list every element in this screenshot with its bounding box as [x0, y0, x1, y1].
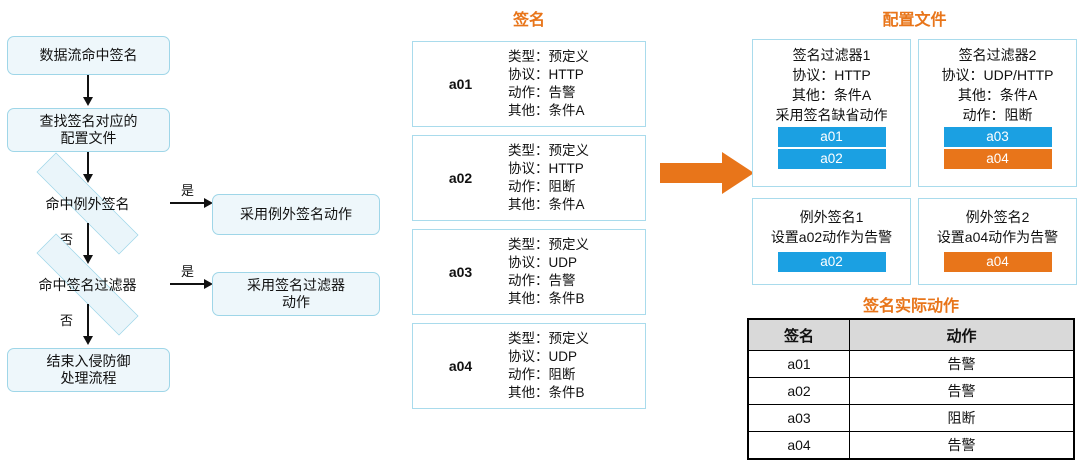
- filter-line: 协议：UDP/HTTP: [941, 67, 1054, 83]
- flow-node-result-filter[interactable]: 采用签名过滤器 动作: [212, 272, 380, 316]
- edge-label-d2-no: 否: [60, 313, 74, 328]
- signature-attributes: 类型：预定义 协议：HTTP 动作：告警 其他：条件A: [508, 49, 589, 118]
- config-exception-panel[interactable]: 例外签名2 设置a04动作为告警 a04: [918, 198, 1077, 285]
- signature-chip[interactable]: a04: [943, 149, 1052, 169]
- filter-line: 动作：阻断: [962, 107, 1033, 123]
- flow-node-decision-filter[interactable]: 命中签名过滤器: [5, 233, 170, 336]
- result-table: 签名 动作 a01 告警 a02 告警 a03 阻断 a04 告警: [747, 318, 1075, 460]
- cell-action: 告警: [849, 377, 1075, 405]
- signature-attributes: 类型：预定义 协议：UDP 动作：阻断 其他：条件B: [508, 331, 589, 400]
- transition-arrow-icon: [660, 152, 754, 194]
- flow-node-label: 采用签名过滤器 动作: [247, 277, 345, 310]
- flow-node-result-exception[interactable]: 采用例外签名动作: [212, 194, 380, 235]
- cell-signature: a03: [747, 404, 850, 432]
- signature-chip[interactable]: a03: [943, 127, 1052, 147]
- exception-line: 设置a04动作为告警: [936, 229, 1059, 245]
- edge-d2-no: [87, 304, 89, 338]
- edge-label-d1-yes: 是: [181, 183, 195, 198]
- signature-column-title: 签名: [512, 12, 545, 29]
- arrow-d1-yes-icon: [204, 198, 213, 208]
- cell-action: 告警: [849, 350, 1075, 378]
- exception-title: 例外签名1: [799, 209, 864, 225]
- cell-action: 阻断: [849, 404, 1075, 432]
- signature-card[interactable]: a02 类型：预定义 协议：HTTP 动作：阻断 其他：条件A: [412, 135, 646, 221]
- signature-chip[interactable]: a02: [777, 149, 886, 169]
- signature-attributes: 类型：预定义 协议：HTTP 动作：阻断 其他：条件A: [508, 143, 589, 212]
- signature-chip[interactable]: a02: [777, 252, 886, 272]
- signature-card[interactable]: a03 类型：预定义 协议：UDP 动作：告警 其他：条件B: [412, 229, 646, 315]
- arrow-d2-no-icon: [83, 336, 93, 345]
- flow-node-decision-exception[interactable]: 命中例外签名: [5, 152, 170, 255]
- result-table-title: 签名实际动作: [862, 298, 959, 315]
- arrow-lookup-to-d1-icon: [83, 174, 93, 183]
- exception-line: 设置a02动作为告警: [770, 229, 893, 245]
- flow-node-start[interactable]: 数据流命中签名: [7, 36, 170, 75]
- edge-lookup-to-d1: [87, 152, 89, 176]
- filter-line: 其他：条件A: [957, 87, 1038, 103]
- signature-chip[interactable]: a01: [777, 127, 886, 147]
- signature-chip[interactable]: a04: [943, 252, 1052, 272]
- signature-attributes: 类型：预定义 协议：UDP 动作：告警 其他：条件B: [508, 237, 589, 306]
- edge-d1-yes: [170, 202, 206, 204]
- arrow-d1-no-icon: [83, 255, 93, 264]
- edge-start-to-lookup: [87, 75, 89, 99]
- cell-action: 告警: [849, 431, 1075, 460]
- flow-node-label: 命中例外签名: [45, 195, 130, 212]
- edge-d2-yes: [170, 283, 206, 285]
- flow-node-label: 命中签名过滤器: [38, 276, 137, 293]
- flow-node-lookup[interactable]: 查找签名对应的 配置文件: [7, 108, 170, 152]
- filter-title: 签名过滤器2: [958, 47, 1037, 63]
- config-column-title: 配置文件: [882, 12, 947, 29]
- table-row: a02 告警: [747, 377, 1075, 405]
- cell-signature: a04: [747, 431, 850, 460]
- cell-signature: a02: [747, 377, 850, 405]
- table-header-action: 动作: [849, 318, 1075, 351]
- signature-id: a02: [448, 170, 473, 186]
- config-filter-panel[interactable]: 签名过滤器1 协议：HTTP 其他：条件A 采用签名缺省动作 a01 a02: [752, 39, 911, 187]
- config-exception-panel[interactable]: 例外签名1 设置a02动作为告警 a02: [752, 198, 911, 285]
- signature-id: a01: [448, 76, 473, 92]
- flow-node-label: 结束入侵防御 处理流程: [46, 353, 131, 386]
- edge-d1-no: [87, 223, 89, 257]
- config-filter-panel[interactable]: 签名过滤器2 协议：UDP/HTTP 其他：条件A 动作：阻断 a03 a04: [918, 39, 1077, 187]
- signature-card[interactable]: a01 类型：预定义 协议：HTTP 动作：告警 其他：条件A: [412, 41, 646, 127]
- arrow-d2-yes-icon: [204, 279, 213, 289]
- filter-line: 协议：HTTP: [792, 67, 871, 83]
- filter-line: 采用签名缺省动作: [775, 107, 888, 123]
- table-row: a04 告警: [747, 431, 1075, 460]
- flow-node-label: 查找签名对应的 配置文件: [39, 113, 138, 146]
- cell-signature: a01: [747, 350, 850, 378]
- flow-node-end[interactable]: 结束入侵防御 处理流程: [7, 348, 170, 392]
- filter-title: 签名过滤器1: [792, 47, 871, 63]
- edge-label-d2-yes: 是: [181, 264, 195, 279]
- arrow-start-to-lookup-icon: [83, 97, 93, 106]
- exception-title: 例外签名2: [965, 209, 1030, 225]
- signature-card[interactable]: a04 类型：预定义 协议：UDP 动作：阻断 其他：条件B: [412, 323, 646, 409]
- table-header-signature: 签名: [747, 318, 850, 351]
- table-row: a03 阻断: [747, 404, 1075, 432]
- flow-node-label: 采用例外签名动作: [240, 206, 352, 222]
- filter-line: 其他：条件A: [791, 87, 872, 103]
- flow-node-label: 数据流命中签名: [39, 47, 138, 63]
- signature-id: a04: [448, 358, 473, 374]
- table-row: a01 告警: [747, 350, 1075, 378]
- signature-id: a03: [448, 264, 473, 280]
- table-header-row: 签名 动作: [747, 318, 1075, 351]
